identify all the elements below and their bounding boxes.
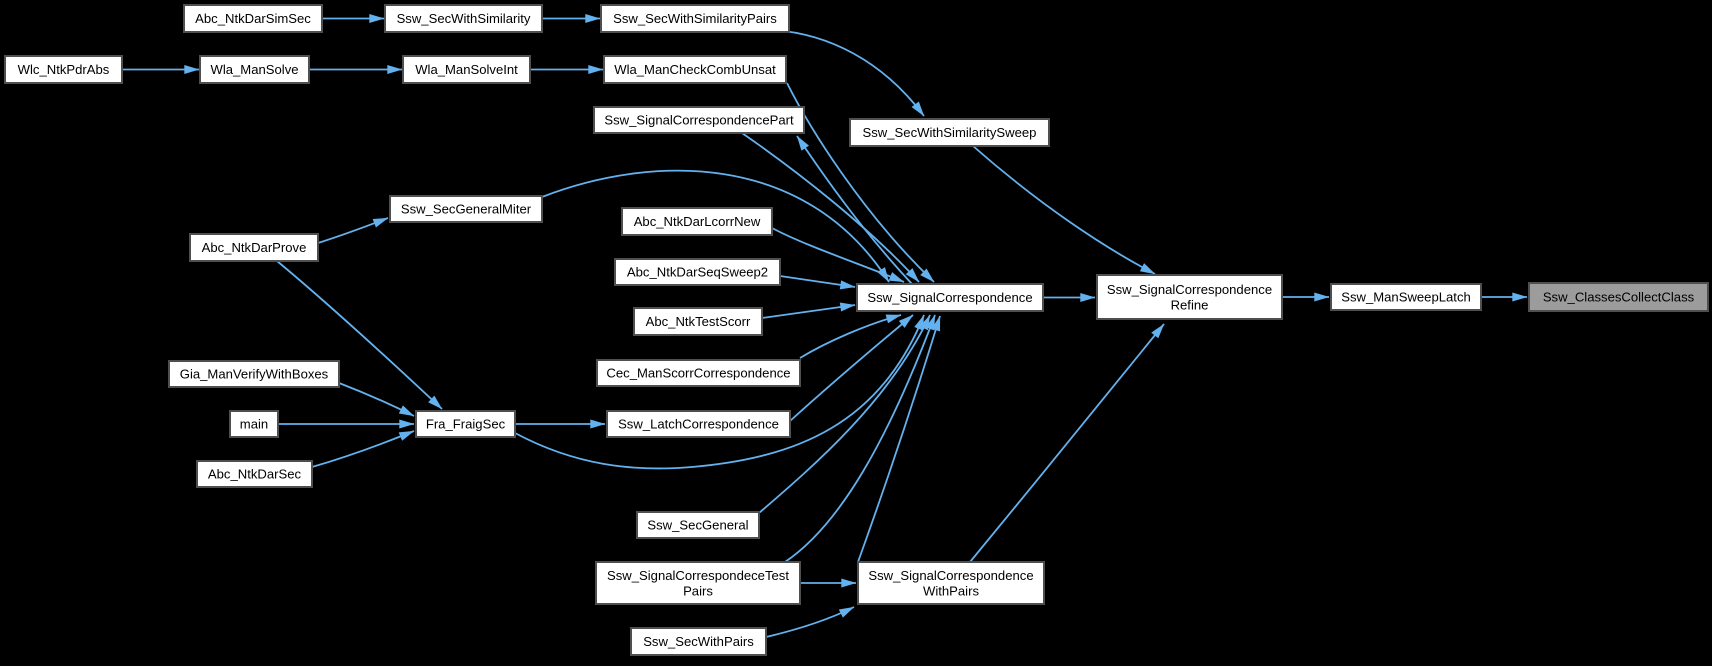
svg-text:Ssw_LatchCorrespondence: Ssw_LatchCorrespondence <box>618 417 779 432</box>
svg-text:Wla_ManSolve: Wla_ManSolve <box>210 62 298 77</box>
svg-text:Gia_ManVerifyWithBoxes: Gia_ManVerifyWithBoxes <box>180 367 329 382</box>
svg-text:Refine: Refine <box>1171 298 1209 313</box>
svg-text:Ssw_SignalCorrespondence: Ssw_SignalCorrespondence <box>867 290 1032 305</box>
svg-text:WithPairs: WithPairs <box>923 584 979 599</box>
svg-text:Cec_ManScorrCorrespondence: Cec_ManScorrCorrespondence <box>606 366 790 381</box>
svg-text:Wla_ManCheckCombUnsat: Wla_ManCheckCombUnsat <box>614 62 776 77</box>
svg-text:Ssw_ManSweepLatch: Ssw_ManSweepLatch <box>1341 290 1471 305</box>
svg-text:Abc_NtkTestScorr: Abc_NtkTestScorr <box>646 314 751 329</box>
svg-text:Ssw_SignalCorrespondeceTest: Ssw_SignalCorrespondeceTest <box>607 568 789 583</box>
svg-text:Fra_FraigSec: Fra_FraigSec <box>426 417 506 432</box>
svg-text:Ssw_SecWithSimilarityPairs: Ssw_SecWithSimilarityPairs <box>613 11 777 26</box>
svg-text:Wlc_NtkPdrAbs: Wlc_NtkPdrAbs <box>18 62 110 77</box>
svg-text:Ssw_SecGeneral: Ssw_SecGeneral <box>647 518 748 533</box>
svg-text:Ssw_SecWithSimilaritySweep: Ssw_SecWithSimilaritySweep <box>863 125 1037 140</box>
svg-text:Wla_ManSolveInt: Wla_ManSolveInt <box>415 62 518 77</box>
svg-text:main: main <box>240 417 268 432</box>
svg-text:Pairs: Pairs <box>683 584 713 599</box>
svg-text:Ssw_SecWithSimilarity: Ssw_SecWithSimilarity <box>397 11 531 26</box>
svg-text:Ssw_SecGeneralMiter: Ssw_SecGeneralMiter <box>401 202 532 217</box>
svg-text:Ssw_SignalCorrespondence: Ssw_SignalCorrespondence <box>1107 282 1272 297</box>
svg-text:Ssw_SecWithPairs: Ssw_SecWithPairs <box>643 634 754 649</box>
svg-text:Ssw_ClassesCollectClass: Ssw_ClassesCollectClass <box>1543 290 1695 305</box>
svg-text:Abc_NtkDarProve: Abc_NtkDarProve <box>202 240 307 255</box>
svg-text:Ssw_SignalCorrespondencePart: Ssw_SignalCorrespondencePart <box>604 113 794 128</box>
svg-text:Abc_NtkDarSimSec: Abc_NtkDarSimSec <box>195 11 311 26</box>
svg-text:Abc_NtkDarSec: Abc_NtkDarSec <box>208 467 302 482</box>
svg-text:Ssw_SignalCorrespondence: Ssw_SignalCorrespondence <box>868 568 1033 583</box>
svg-text:Abc_NtkDarSeqSweep2: Abc_NtkDarSeqSweep2 <box>627 265 768 280</box>
svg-text:Abc_NtkDarLcorrNew: Abc_NtkDarLcorrNew <box>634 214 761 229</box>
